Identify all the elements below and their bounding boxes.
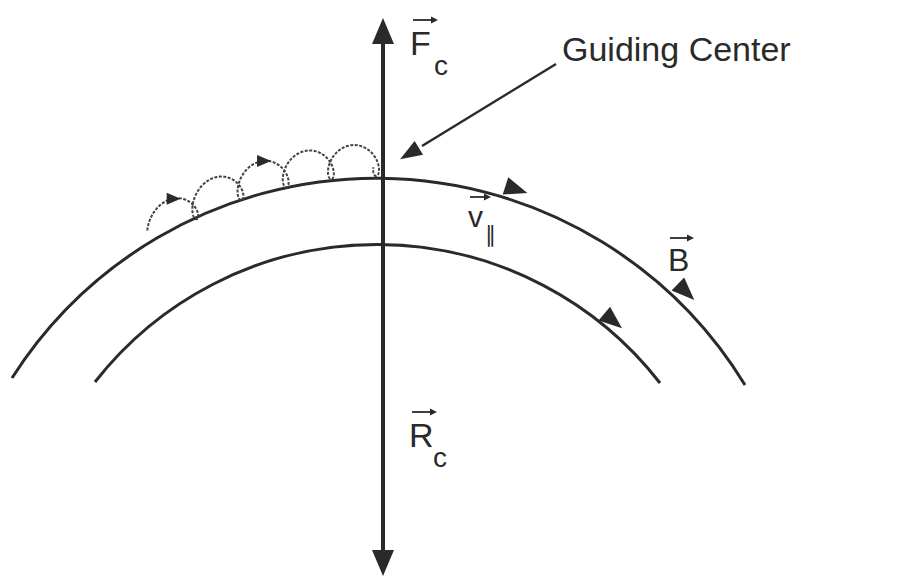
velocity-symbol: v xyxy=(468,202,483,232)
force-subscript: c xyxy=(434,52,448,80)
force-symbol: F xyxy=(410,26,431,60)
force-arrowhead xyxy=(372,18,394,44)
field-lines xyxy=(12,178,745,385)
field-arrowhead xyxy=(672,278,701,307)
gyration-arrowhead xyxy=(167,193,181,205)
vector-arrow-head xyxy=(484,194,491,201)
outer-field-line xyxy=(12,178,745,385)
velocity-subscript: ∥ xyxy=(485,224,496,246)
vector-arrow-head xyxy=(431,17,438,24)
gyration-spiral xyxy=(147,145,379,230)
gyration-path xyxy=(147,145,379,230)
vector-arrow xyxy=(413,19,434,21)
vector-marks xyxy=(412,17,694,416)
field-arrowhead xyxy=(599,307,628,336)
vector-arrow-head xyxy=(430,409,437,416)
gyration-arrowheads xyxy=(167,155,271,205)
inner-field-line xyxy=(95,244,660,383)
vector-arrow xyxy=(412,411,433,413)
radius-arrowhead xyxy=(372,550,394,576)
radius-force-axis xyxy=(372,18,394,576)
vector-arrow-head xyxy=(687,235,694,242)
field-symbol: B xyxy=(668,244,689,276)
radius-symbol: R xyxy=(409,418,434,452)
guiding-center-leader xyxy=(396,64,556,166)
axis-line xyxy=(381,40,385,555)
field-arrowhead xyxy=(503,177,530,201)
guiding-center-label: Guiding Center xyxy=(562,32,791,66)
gyration-arrowhead xyxy=(257,155,271,167)
field-arrowheads xyxy=(503,177,701,335)
radius-subscript: c xyxy=(433,444,447,472)
leader-arrowhead xyxy=(396,141,423,166)
